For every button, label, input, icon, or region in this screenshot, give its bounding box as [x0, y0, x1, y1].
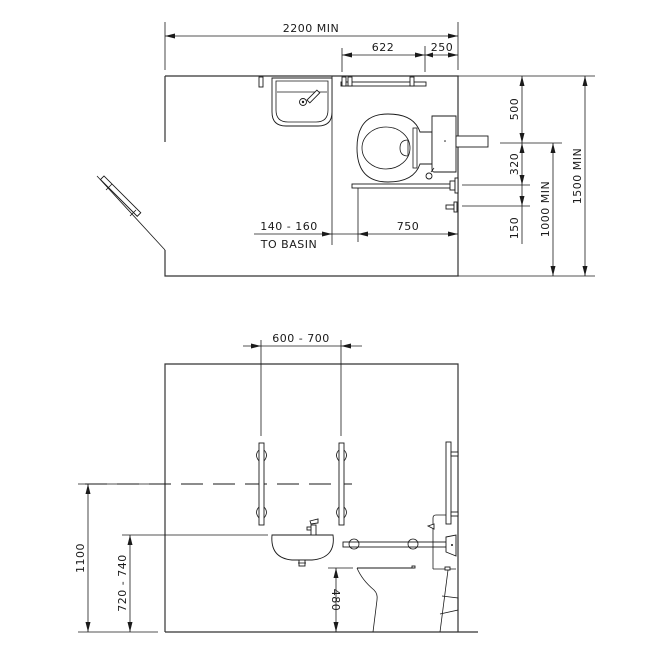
basin-plan-icon [258, 76, 333, 127]
dim-cistern-to-rail: 320 [508, 153, 521, 176]
toilet-pan-plan-icon [356, 113, 433, 183]
dim-basin-gap: 140 - 160 [260, 220, 317, 233]
toilet-roll-holder-plan-icon [445, 201, 458, 213]
plan-dimensions: 2200 MIN 622 250 500 320 150 1000 MIN [164, 22, 595, 277]
horizontal-grab-rail-plan-icon [340, 76, 427, 87]
elevation-view [85, 340, 478, 633]
dim-wall-to-rail: 250 [431, 41, 454, 54]
dim-basin-gap-note: TO BASIN [260, 238, 317, 251]
drop-down-rail-elevation-icon [342, 534, 457, 557]
plan-view [96, 75, 489, 277]
dim-vertical-rail-spacing: 600 - 700 [272, 332, 329, 345]
dim-depth-min: 1000 MIN [539, 181, 552, 237]
dim-rail-gap: 150 [508, 217, 521, 240]
wall-grab-rail-icon [445, 441, 459, 525]
dim-rail-height: 1100 [74, 543, 87, 573]
door-line [96, 175, 166, 251]
dim-seat-height: 480 [329, 589, 342, 612]
cistern-plan-icon [425, 115, 489, 180]
vertical-grab-rail-left-icon [256, 442, 267, 526]
dim-basin-height: 720 - 740 [116, 554, 129, 611]
drop-down-rail-plan-icon [351, 177, 459, 194]
dim-toilet-to-wall: 750 [397, 220, 420, 233]
dim-toilet-centerline: 500 [508, 98, 521, 121]
cistern-elevation-icon [426, 514, 456, 570]
basin-elevation-icon [271, 518, 334, 567]
toilet-pan-elevation-icon [356, 565, 459, 633]
dim-room-depth-min: 1500 MIN [571, 148, 584, 204]
vertical-grab-rail-right-icon [336, 442, 347, 526]
elevation-room-outline [164, 363, 459, 632]
dim-grab-rail-offset: 622 [372, 41, 395, 54]
door-grab-rail-icon [99, 175, 142, 217]
dim-overall-width: 2200 MIN [283, 22, 339, 35]
elevation-dimensions: 600 - 700 1100 720 - 740 480 [74, 332, 362, 633]
